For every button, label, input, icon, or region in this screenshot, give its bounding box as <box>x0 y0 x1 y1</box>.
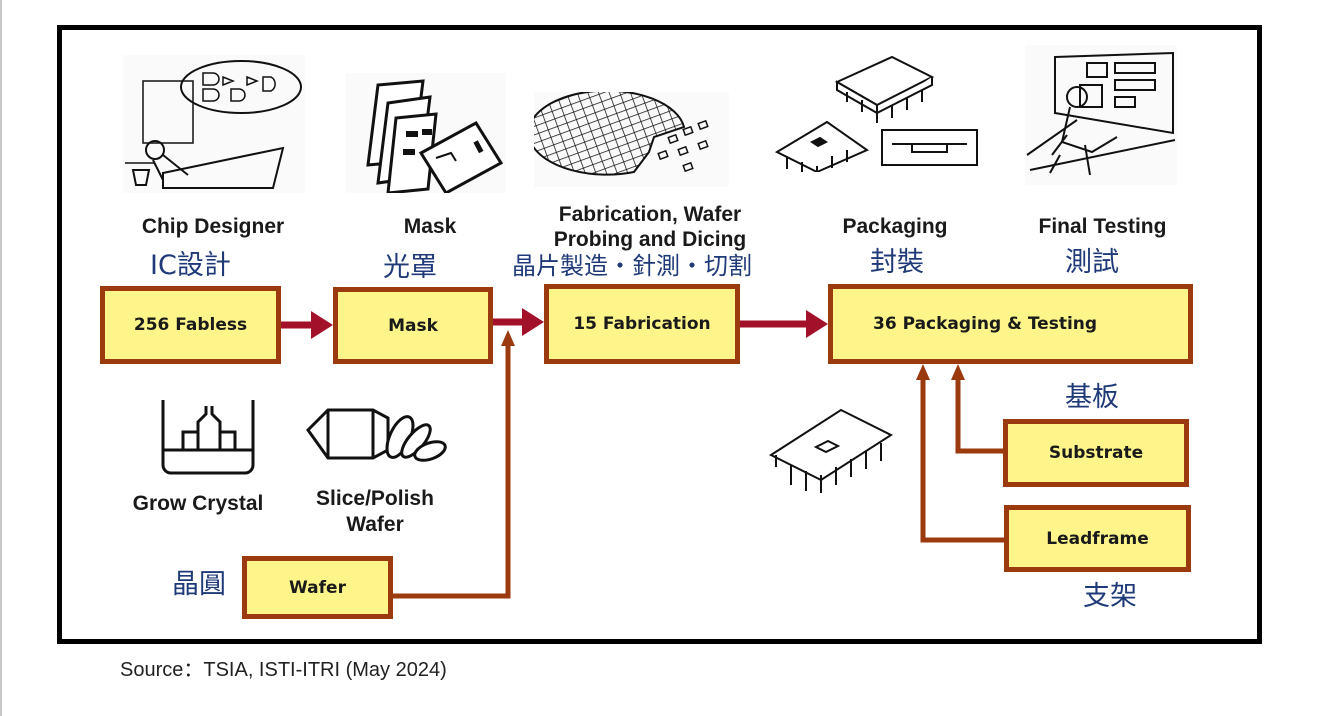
box-wafer: Wafer <box>242 556 393 619</box>
slice-polish-illustration <box>306 408 447 462</box>
wafer-dicing-illustration <box>534 92 729 187</box>
label-slice-polish-line1: Slice/Polish <box>316 487 434 510</box>
zh-label-ic-design: IC設計 <box>150 250 231 281</box>
box-mask: Mask <box>333 287 493 364</box>
stage-label-packaging: Packaging <box>842 215 948 238</box>
stage-label-fabrication-line2: Probing and Dicing <box>553 228 747 251</box>
chip-designer-illustration <box>123 55 305 193</box>
mask-illustration <box>346 73 506 193</box>
box-256-fabless: 256 Fabless <box>100 286 281 364</box>
crystal-growth-illustration <box>161 400 255 475</box>
zh-label-leadframe: 支架 <box>1083 581 1137 612</box>
box-15-fabrication: 15 Fabrication <box>544 284 740 364</box>
page-left-edge <box>0 0 2 716</box>
label-grow-crystal: Grow Crystal <box>132 492 264 515</box>
box-36-packaging-testing: 36 Packaging & Testing <box>828 284 1193 364</box>
final-testing-illustration <box>1025 45 1177 185</box>
stage-label-fabrication-line1: Fabrication, Wafer <box>558 203 742 226</box>
zh-label-fabrication: 晶片製造・針測・切割 <box>512 252 752 280</box>
zh-label-testing: 測試 <box>1065 247 1119 278</box>
zh-label-substrate: 基板 <box>1065 382 1119 413</box>
leadframe-chip-illustration <box>768 408 894 493</box>
source-caption: Source：TSIA, ISTI-ITRI (May 2024) <box>120 659 447 681</box>
zh-label-packaging: 封裝 <box>870 247 924 278</box>
zh-label-wafer: 晶圓 <box>172 569 226 600</box>
stage-label-chip-designer: Chip Designer <box>141 215 285 238</box>
stage-label-mask: Mask <box>403 215 457 238</box>
box-substrate: Substrate <box>1003 419 1189 487</box>
box-leadframe: Leadframe <box>1004 505 1191 572</box>
stage-label-final-testing: Final Testing <box>1038 215 1167 238</box>
ic-package-illustration <box>774 55 978 172</box>
label-slice-polish-line2: Wafer <box>346 513 404 536</box>
zh-label-mask: 光罩 <box>383 252 437 283</box>
